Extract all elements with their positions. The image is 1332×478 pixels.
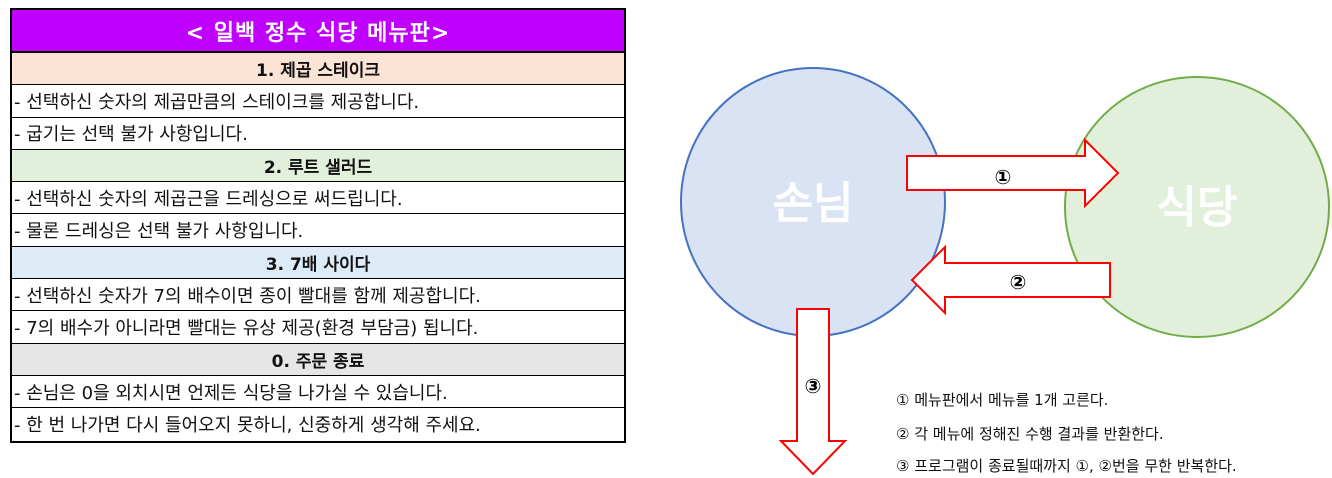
menu-line: - 한 번 나가면 다시 들어오지 못하니, 신중하게 생각해 주세요. <box>14 415 481 437</box>
legend-item-1: ① 메뉴판에서 메뉴를 1개 고른다. <box>896 391 1109 409</box>
legend-item-3: ③ 프로그램이 종료될때까지 ①, ②번을 무한 반복한다. <box>896 457 1237 475</box>
menu-line: - 손님은 0을 외치시면 언제든 식당을 나가실 수 있습니다. <box>12 376 624 409</box>
section-heading-exit: 0. 주문 종료 <box>12 343 624 376</box>
arrow-right-1 <box>906 137 1120 209</box>
section-heading-steak: 1. 제곱 스테이크 <box>12 53 624 86</box>
menu-line: - 선택하신 숫자의 제곱만큼의 스테이크를 제공합니다. <box>12 85 624 118</box>
arrow-1-label: ① <box>995 165 1012 189</box>
arrow-left-2 <box>910 244 1111 316</box>
menu-board: < 일백 정수 식당 메뉴판> 1. 제곱 스테이크 - 선택하신 숫자의 제곱… <box>10 8 626 443</box>
arrow-3-label: ③ <box>805 374 822 398</box>
section-heading-cider: 3. 7배 사이다 <box>12 246 624 280</box>
menu-line: - 선택하신 숫자의 제곱근을 드레싱으로 써드립니다. <box>12 182 624 215</box>
menu-line: - 7의 배수가 아니라면 빨대는 유상 제공(환경 부담금) 됩니다. <box>12 311 624 344</box>
section-heading-salad: 2. 루트 샐러드 <box>12 149 624 183</box>
menu-line: - 굽기는 선택 불가 사항입니다. <box>12 118 624 150</box>
arrow-2-label: ② <box>1010 270 1027 294</box>
legend-item-2: ② 각 메뉴에 정해진 수행 결과를 반환한다. <box>896 425 1164 443</box>
customer-label: 손님 <box>773 178 854 229</box>
menu-line: - 물론 드레싱은 선택 불가 사항입니다. <box>12 214 624 247</box>
arrow-down-3 <box>778 308 848 476</box>
restaurant-circle <box>1064 76 1330 338</box>
menu-line: - 선택하신 숫자가 7의 배수이면 종이 빨대를 함께 제공합니다. <box>12 279 624 312</box>
restaurant-label: 식당 <box>1157 182 1238 233</box>
menu-title: < 일백 정수 식당 메뉴판> <box>12 10 624 53</box>
